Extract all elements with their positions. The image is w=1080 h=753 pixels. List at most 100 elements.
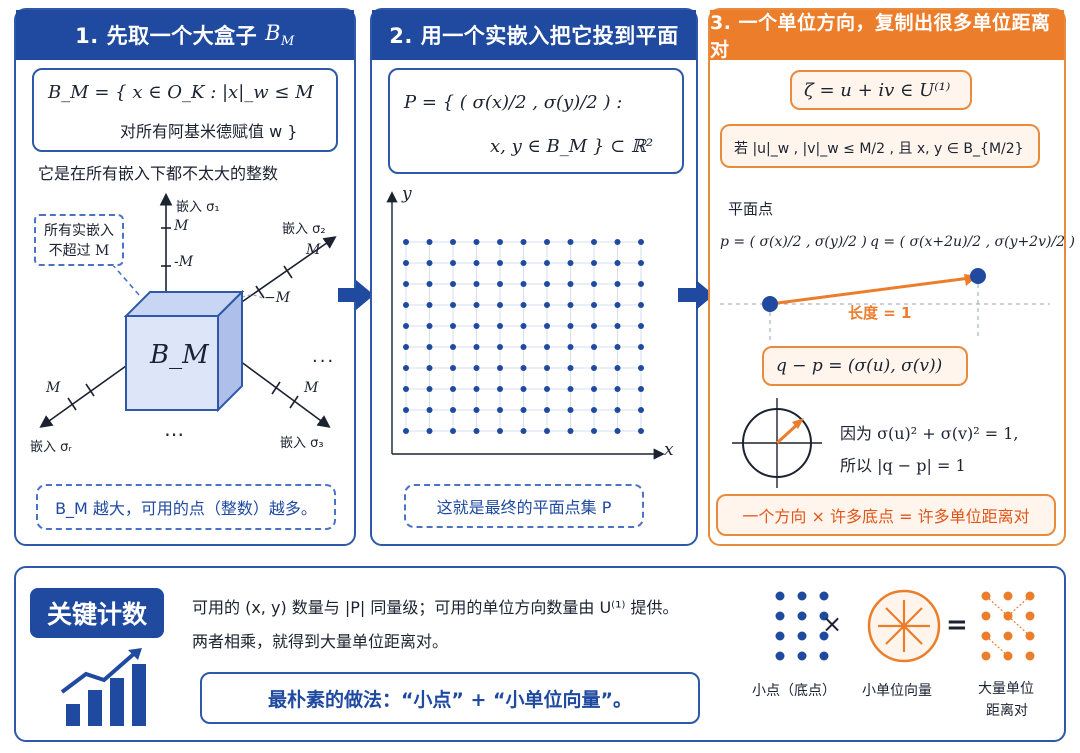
grid-point: [403, 302, 409, 308]
grid-point: [567, 365, 574, 371]
grid-point: [403, 386, 409, 392]
sigma2-neg-m-label: −M: [264, 290, 291, 306]
bottom-line-2: 两者相乘，就得到大量单位距离对。: [192, 632, 449, 651]
grid-point: [638, 281, 644, 287]
panel-1-title-math: BM: [265, 20, 295, 50]
therefore-text: 所以 |q − p| = 1: [840, 456, 966, 475]
dot: [775, 591, 785, 601]
grid-point: [426, 386, 433, 392]
footer-final-point-set-text: 这就是最终的平面点集 P: [436, 498, 612, 517]
grid-point: [403, 344, 409, 350]
panel-2-title: 2. 用一个实嵌入把它投到平面: [372, 10, 696, 60]
p-definition: p = ( σ(x)/2 , σ(y)/2 ): [720, 234, 867, 250]
bottom-line-1: 可用的 (x, y) 数量与 |P| 同量级；可用的单位方向数量由 U⁽¹⁾ 提…: [192, 598, 679, 617]
grid-point: [520, 239, 527, 245]
summary-text: 最朴素的做法：“小点” + “小单位向量”。: [267, 688, 633, 711]
unit-distance-pairs-icon: [981, 591, 1035, 661]
grid-point: [497, 323, 503, 329]
grid-point: [614, 344, 621, 350]
label-many-pairs-2: 距离对: [986, 703, 1028, 719]
grid-point: [520, 281, 527, 287]
panel-1-title-text: 1. 先取一个大盒子: [75, 24, 258, 48]
grid-point: [473, 281, 480, 287]
callout-real-embeddings: 所有实嵌入 不超过 M: [34, 214, 124, 266]
footer-many-pairs: 一个方向 × 许多底点 = 许多单位距离对: [716, 494, 1056, 536]
embedding-axes-diagram: [39, 192, 337, 428]
dot: [775, 651, 785, 661]
point-q: [970, 268, 986, 284]
grid-point: [497, 281, 503, 287]
formula-line1: P = { ( σ(x)/2 , σ(y)/2 ) :: [404, 92, 623, 113]
key-counting-section: 关键计数 可用的 (x, y) 数量与 |P| 同量级；可用的单位方向数量由 U…: [14, 566, 1066, 742]
axis-sigma3: [239, 360, 331, 428]
right-arrow-icon: [678, 280, 714, 310]
grid-point: [450, 428, 456, 434]
grid-point: [403, 365, 409, 371]
grid-point: [497, 302, 503, 308]
grid-point: [567, 386, 574, 392]
grid-point: [567, 302, 574, 308]
grid-point: [591, 386, 597, 392]
grid-point: [544, 239, 550, 245]
dot: [797, 611, 807, 621]
grid-point: [544, 260, 550, 266]
grid-point: [450, 323, 456, 329]
label-small-points: 小点（底点）: [752, 683, 836, 699]
grid-point: [638, 407, 644, 413]
grid-point: [497, 407, 503, 413]
grid-point: [544, 302, 550, 308]
label-many-pairs-1: 大量单位: [978, 681, 1034, 697]
grid-point: [567, 260, 574, 266]
zeta-formula: ζ = u + iv ∈ U⁽¹⁾: [804, 80, 951, 101]
grid-point: [591, 428, 597, 434]
footer-final-point-set: 这就是最终的平面点集 P: [404, 484, 644, 528]
grid-point: [426, 428, 433, 434]
grid-point: [450, 407, 456, 413]
grid-point: [567, 407, 574, 413]
grid-point: [450, 239, 456, 245]
axis-sigma2: [235, 236, 337, 307]
sigma1-m-label: M: [174, 218, 189, 234]
panel-box-construction: 1. 先取一个大盒子 BM B_M = { x ∈ O_K : |x|_w ≤ …: [14, 8, 356, 546]
grid-point: [473, 323, 480, 329]
dot: [981, 611, 991, 621]
grid-point: [450, 281, 456, 287]
grid-point: [520, 365, 527, 371]
grid-point: [497, 239, 503, 245]
grid-point: [520, 260, 527, 266]
grid-point: [591, 260, 597, 266]
plane-points-label: 平面点: [728, 200, 774, 218]
sigma3-m-label: M: [304, 380, 319, 396]
grid-point: [567, 239, 574, 245]
small-points-icon: [775, 591, 829, 661]
dot: [775, 611, 785, 621]
box-zeta: ζ = u + iv ∈ U⁽¹⁾: [790, 70, 972, 110]
unit-distance-segment: [720, 268, 1050, 340]
difference-formula: q − p = (σ(u), σ(v)): [776, 356, 943, 376]
grid-point: [614, 260, 621, 266]
grid-point: [426, 239, 433, 245]
dot: [797, 651, 807, 661]
axis-sigma3-label: 嵌入 σ₃: [280, 436, 324, 451]
label-small-vectors: 小单位向量: [862, 683, 932, 699]
right-arrow-icon: [338, 280, 374, 310]
grid-point: [497, 260, 503, 266]
grid-point: [544, 428, 550, 434]
grid-point: [638, 344, 644, 350]
grid-point: [450, 365, 456, 371]
box-difference: q − p = (σ(u), σ(v)): [762, 346, 968, 386]
grid-point: [520, 323, 527, 329]
grid-point: [638, 260, 644, 266]
grid-point: [544, 344, 550, 350]
footer-box-text: B_M 越大，可用的点（整数）越多。: [55, 499, 317, 518]
axis-sigma-r: [39, 365, 127, 428]
grid-point: [473, 260, 480, 266]
dot: [819, 651, 829, 661]
unit-circle-icon: [732, 398, 822, 488]
dot: [775, 631, 785, 641]
grid-point: [473, 386, 480, 392]
dot: [1003, 631, 1013, 641]
grid-point: [497, 365, 503, 371]
box-caption: 它是在所有嵌入下都不太大的整数: [38, 164, 279, 183]
dot: [981, 651, 991, 661]
